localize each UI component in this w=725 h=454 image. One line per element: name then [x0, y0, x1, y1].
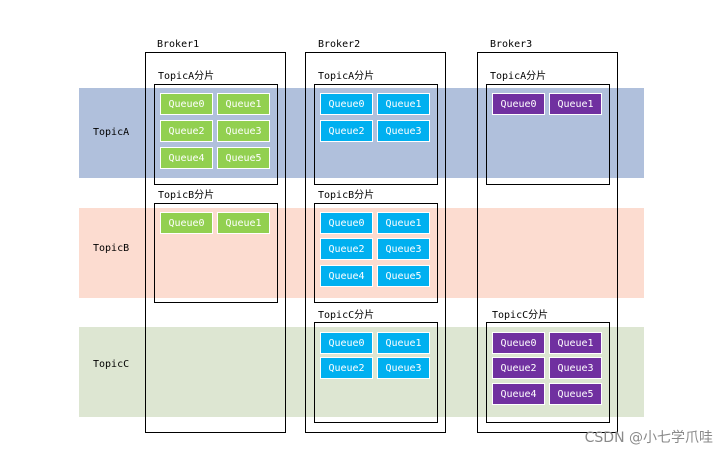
broker2-topicB-queue: Queue1	[377, 212, 430, 234]
broker1-topicB-partition	[154, 203, 278, 303]
broker3-topicA-partition	[486, 84, 610, 185]
broker2-topicB-partition	[314, 203, 438, 303]
broker3-topicC-queue: Queue2	[492, 357, 545, 379]
broker2-topicA-partition-label: TopicA分片	[318, 71, 375, 82]
broker2-topicC-queue: Queue2	[320, 357, 373, 379]
broker1-topicB-partition-label: TopicB分片	[158, 190, 215, 201]
broker2-box	[305, 52, 446, 433]
broker3-topicA-queue: Queue1	[549, 93, 602, 115]
broker2-topicB-queue: Queue2	[320, 238, 373, 260]
broker3-topicC-queue: Queue1	[549, 332, 602, 354]
broker1-topicB-queue: Queue1	[217, 212, 270, 234]
broker1-topicA-queue: Queue2	[160, 120, 213, 142]
broker2-topicA-partition	[314, 84, 438, 185]
broker2-topicC-queue: Queue3	[377, 357, 430, 379]
broker3-topicA-queue: Queue0	[492, 93, 545, 115]
broker1-topicA-queue: Queue4	[160, 147, 213, 169]
topicC-label: TopicC	[93, 359, 130, 370]
broker2-topicB-queue: Queue4	[320, 265, 373, 287]
broker3-topicC-partition-label: TopicC分片	[492, 310, 549, 321]
broker3-topicC-queue: Queue0	[492, 332, 545, 354]
broker2-topicB-queue: Queue5	[377, 265, 430, 287]
watermark: CSDN @小七学爪哇	[584, 430, 713, 446]
broker1-label: Broker1	[157, 39, 200, 50]
broker2-topicC-queue: Queue0	[320, 332, 373, 354]
broker1-topicA-queue: Queue1	[217, 93, 270, 115]
broker2-label: Broker2	[318, 39, 361, 50]
broker1-topicB-queue: Queue0	[160, 212, 213, 234]
broker2-topicA-queue: Queue1	[377, 93, 430, 115]
broker1-topicA-partition-label: TopicA分片	[158, 71, 215, 82]
broker3-label: Broker3	[490, 39, 533, 50]
broker3-topicA-partition-label: TopicA分片	[490, 71, 547, 82]
broker1-topicA-queue: Queue5	[217, 147, 270, 169]
topicB-label: TopicB	[93, 243, 130, 254]
broker3-topicC-queue: Queue4	[492, 383, 545, 405]
broker2-topicA-queue: Queue2	[320, 120, 373, 142]
broker1-topicA-queue: Queue0	[160, 93, 213, 115]
broker2-topicB-queue: Queue0	[320, 212, 373, 234]
broker1-topicA-partition	[154, 84, 278, 185]
broker3-topicC-queue: Queue3	[549, 357, 602, 379]
broker2-topicA-queue: Queue0	[320, 93, 373, 115]
broker2-topicC-queue: Queue1	[377, 332, 430, 354]
broker3-topicC-partition	[486, 322, 610, 423]
broker3-topicC-queue: Queue5	[549, 383, 602, 405]
broker2-topicC-partition-label: TopicC分片	[318, 310, 375, 321]
broker2-topicA-queue: Queue3	[377, 120, 430, 142]
broker3-box	[477, 52, 618, 433]
broker1-box	[145, 52, 286, 433]
topicA-label: TopicA	[93, 127, 130, 138]
broker2-topicB-partition-label: TopicB分片	[318, 190, 375, 201]
broker2-topicC-partition	[314, 322, 438, 423]
broker1-topicA-queue: Queue3	[217, 120, 270, 142]
broker2-topicB-queue: Queue3	[377, 238, 430, 260]
